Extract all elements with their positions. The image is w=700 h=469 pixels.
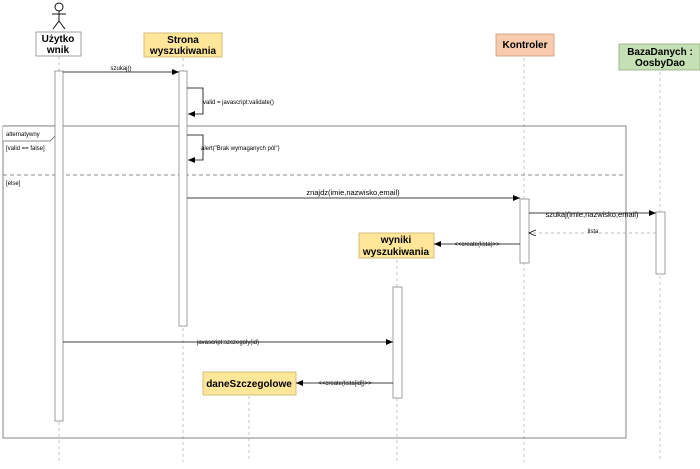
alt-guard-else: [else] bbox=[6, 181, 21, 187]
lifelines bbox=[58, 56, 661, 462]
message-lista: lista bbox=[529, 229, 656, 235]
message-szukaj-label: szukaj() bbox=[110, 66, 131, 72]
participant-user: Użytko wnik bbox=[35, 2, 82, 57]
alt-fragment-frame bbox=[2, 125, 627, 439]
message-szczegoly-label: javascript:szczegoly(id) bbox=[196, 340, 259, 346]
participant-kontroler-box bbox=[495, 33, 555, 57]
message-alert-label: alert("Brak wymaganych pól") bbox=[201, 146, 280, 152]
participant-user-box bbox=[35, 31, 82, 57]
participant-kontroler: Kontroler bbox=[495, 33, 555, 57]
message-validate: valid = javascript:validate() bbox=[187, 87, 274, 117]
participant-user-line2: wnik bbox=[46, 45, 70, 56]
message-znajdz-label: znajdz(imie,nazwisko,email) bbox=[306, 188, 400, 197]
participant-strona-line1: Strona bbox=[167, 35, 199, 46]
alt-guard-valid-false: [valid == false] bbox=[6, 146, 45, 152]
message-create-lista-label: <<create(lista)>> bbox=[454, 242, 500, 248]
participant-strona: Strona wyszukiwania bbox=[143, 32, 223, 58]
alt-fragment: alternatywny [valid == false] [else] bbox=[2, 125, 627, 439]
participant-bazadanych-box bbox=[618, 43, 700, 71]
activation-kontroler bbox=[519, 198, 530, 264]
activation-user bbox=[54, 70, 64, 422]
activation-wyniki bbox=[392, 286, 403, 399]
activation-strona bbox=[178, 70, 188, 327]
message-szukaj-db-label: szukaj(imie,nazwisko,email) bbox=[546, 210, 639, 219]
object-wyniki-line2: wyszukiwania bbox=[362, 247, 430, 258]
message-create-lista-id-label: <<create(lista[id])>> bbox=[318, 381, 372, 387]
message-validate-label: valid = javascript:validate() bbox=[203, 100, 274, 106]
message-znajdz: znajdz(imie,nazwisko,email) bbox=[187, 188, 520, 201]
activation-bazadanych bbox=[655, 211, 666, 275]
participant-user-line1: Użytko bbox=[42, 34, 75, 45]
message-lista-label: lista bbox=[588, 229, 599, 235]
object-wyniki: wyniki wyszukiwania bbox=[358, 232, 435, 259]
message-szczegoly: javascript:szczegoly(id) bbox=[63, 339, 393, 346]
actor-stick-figure-icon bbox=[52, 2, 66, 30]
participant-bazadanych-line2: OosbyDao bbox=[635, 58, 685, 69]
object-dane-label: daneSzczegolowe bbox=[206, 379, 292, 390]
message-alert: alert("Brak wymaganych pól") bbox=[187, 134, 280, 163]
participant-bazadanych: BazaDanych : OosbyDao bbox=[618, 43, 700, 71]
object-dane: daneSzczegolowe bbox=[202, 371, 297, 396]
message-create-lista: <<create(lista)>> bbox=[434, 241, 520, 248]
message-create-lista-id: <<create(lista[id])>> bbox=[296, 380, 393, 387]
message-szukaj: szukaj() bbox=[63, 66, 179, 75]
participant-bazadanych-line1: BazaDanych : bbox=[627, 47, 693, 58]
object-wyniki-line1: wyniki bbox=[380, 235, 412, 246]
participant-strona-box bbox=[143, 32, 223, 58]
participant-kontroler-label: Kontroler bbox=[503, 40, 548, 51]
alt-fragment-operator: alternatywny bbox=[6, 132, 40, 138]
participant-strona-line2: wyszukiwania bbox=[149, 46, 217, 57]
message-szukaj-db: szukaj(imie,nazwisko,email) bbox=[529, 210, 656, 219]
